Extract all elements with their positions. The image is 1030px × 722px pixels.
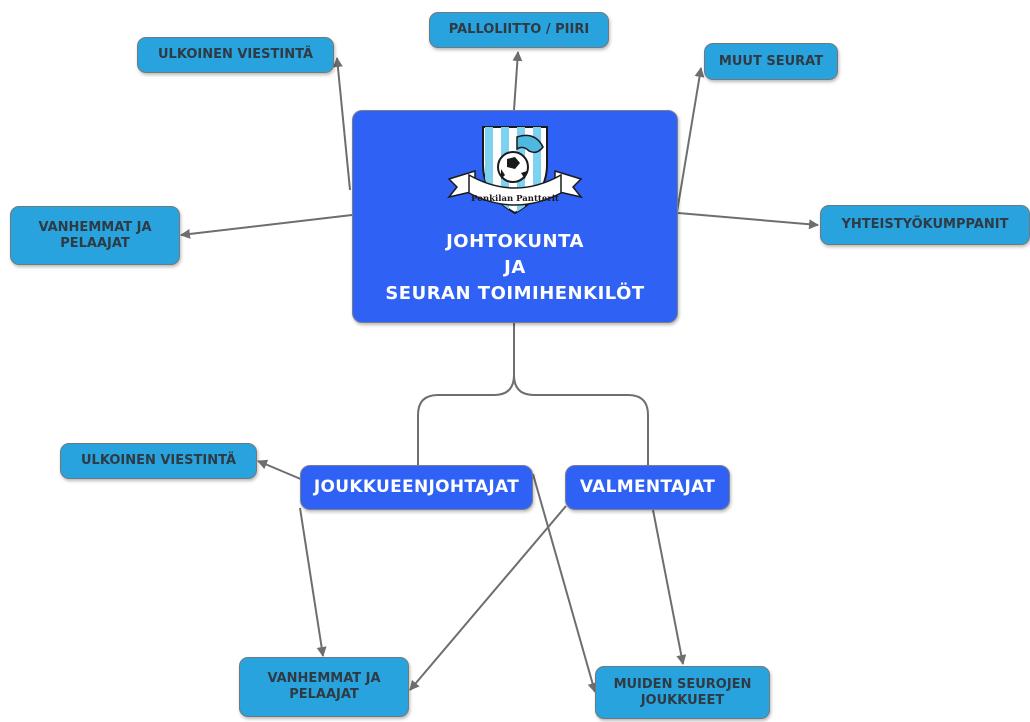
node-yhteistyokumppanit[interactable]: YHTEISTYÖKUMPPANIT bbox=[820, 205, 1030, 245]
node-label: PALLOLIITTO / PIIRI bbox=[448, 22, 590, 38]
arrow-joukkue-to-vanhemmat bbox=[299, 507, 327, 657]
center-title-line-1: JOHTOKUNTA bbox=[446, 231, 584, 252]
node-muiden-seurojen-joukkueet[interactable]: MUIDEN SEUROJEN JOUKKUEET bbox=[595, 666, 770, 719]
arrow-to-ulkoinen-viestinta bbox=[332, 57, 351, 191]
arrow-valmentajat-to-vanhemmat bbox=[409, 505, 567, 691]
logo-ribbon-text: Ponkilan Pantterit bbox=[471, 194, 559, 204]
node-label: ULKOINEN VIESTINTÄ bbox=[80, 453, 237, 469]
center-title-line-2: JA bbox=[504, 257, 526, 279]
node-ulkoinen-viestinta-bottom[interactable]: ULKOINEN VIESTINTÄ bbox=[60, 443, 257, 479]
center-title-line-3: SEURAN TOIMIHENKILÖT bbox=[385, 283, 645, 305]
arrow-to-muut-seurat bbox=[676, 67, 705, 213]
node-label: VANHEMMAT JA PELAAJAT bbox=[38, 219, 152, 251]
node-vanhemmat-ja-pelaajat-top[interactable]: VANHEMMAT JA PELAAJAT bbox=[10, 206, 180, 265]
node-joukkueenjohtajat[interactable]: JOUKKUEENJOHTAJAT bbox=[300, 465, 533, 510]
node-valmentajat[interactable]: VALMENTAJAT bbox=[565, 465, 730, 510]
center-node-johtokunta[interactable]: Ponkilan Pantterit JOHTOKUNTA JA SEURAN … bbox=[352, 110, 678, 323]
node-label: YHTEISTYÖKUMPPANIT bbox=[841, 217, 1009, 233]
club-crest-logo: Ponkilan Pantterit bbox=[447, 126, 583, 215]
arrow-valmentajat-to-muiden bbox=[652, 509, 687, 665]
bracket-connector bbox=[417, 323, 649, 465]
arrow-to-ulkoinen-bottom bbox=[257, 459, 304, 481]
node-vanhemmat-ja-pelaajat-bottom[interactable]: VANHEMMAT JA PELAAJAT bbox=[239, 657, 409, 717]
node-label: MUIDEN SEUROJEN JOUKKUEET bbox=[613, 676, 752, 708]
node-ulkoinen-viestinta-top[interactable]: ULKOINEN VIESTINTÄ bbox=[137, 37, 334, 73]
node-label: VANHEMMAT JA PELAAJAT bbox=[267, 671, 381, 702]
arrow-to-vanhemmat-top bbox=[180, 214, 353, 239]
node-label: MUUT SEURAT bbox=[718, 53, 824, 69]
node-label: ULKOINEN VIESTINTÄ bbox=[157, 47, 314, 63]
node-muut-seurat[interactable]: MUUT SEURAT bbox=[704, 43, 838, 80]
node-label: JOUKKUEENJOHTAJAT bbox=[313, 477, 520, 498]
node-label: VALMENTAJAT bbox=[579, 477, 716, 498]
arrow-to-palloliitto bbox=[512, 51, 523, 111]
node-palloliitto-piiri[interactable]: PALLOLIITTO / PIIRI bbox=[429, 12, 609, 48]
arrow-joukkue-to-muiden bbox=[532, 473, 598, 693]
arrow-to-yhteistyo bbox=[677, 212, 819, 230]
